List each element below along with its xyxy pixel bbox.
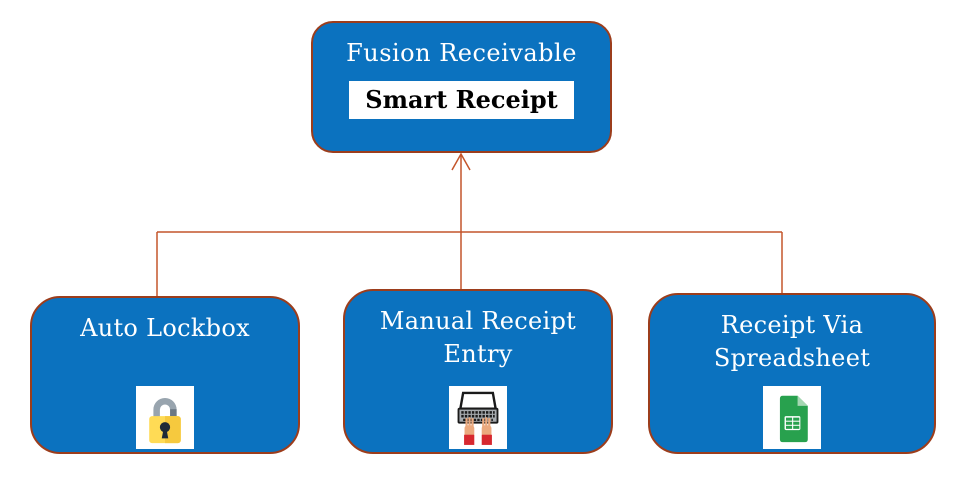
left-hand: [464, 416, 475, 445]
node-label: Auto Lockbox: [80, 314, 250, 342]
smart-receipt-badge: Smart Receipt: [349, 81, 574, 120]
badge-label: Smart Receipt: [365, 85, 558, 114]
node-label: Manual Receipt Entry: [379, 307, 577, 368]
right-hand: [481, 416, 492, 445]
keyboard-icon-tile: [449, 386, 507, 449]
spreadsheet-icon: [779, 395, 808, 442]
lock-icon-tile: [136, 386, 194, 449]
node-label: Receipt Via Spreadsheet: [713, 311, 871, 372]
node-fusion-receivable: Fusion Receivable Smart Receipt: [311, 21, 612, 153]
node-title: Fusion Receivable: [346, 39, 577, 67]
node-manual-receipt-entry: Manual Receipt Entry: [343, 289, 613, 454]
node-auto-lockbox: Auto Lockbox: [30, 296, 300, 454]
keyboard-typing-icon: [457, 391, 499, 445]
lock-icon: [149, 397, 181, 443]
spreadsheet-icon-tile: [763, 386, 821, 449]
node-receipt-via-spreadsheet: Receipt Via Spreadsheet: [648, 293, 936, 454]
arrow-up-icon: [451, 152, 471, 171]
